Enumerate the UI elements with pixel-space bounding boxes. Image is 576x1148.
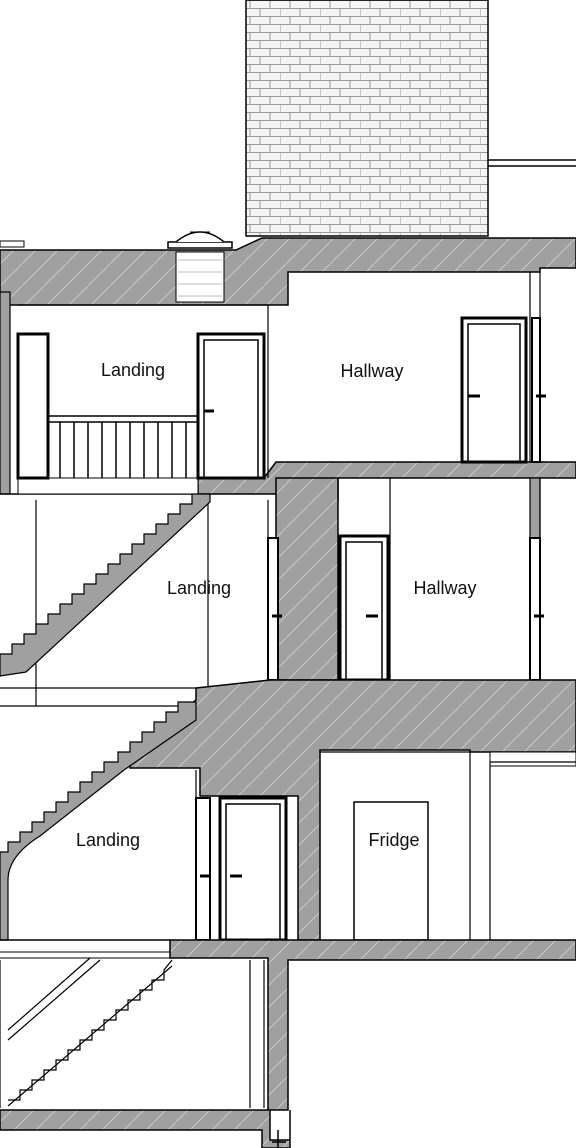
door-hallway-upper (460, 316, 546, 464)
label-landing-mid: Landing (167, 578, 231, 598)
door-landing-left (16, 332, 50, 480)
brick-chimney (245, 0, 576, 237)
label-landing-top: Landing (101, 360, 165, 380)
skylight-icon (167, 231, 233, 249)
label-landing-low: Landing (76, 830, 140, 850)
door-landing-low (195, 796, 288, 942)
roof-slab (0, 237, 576, 306)
door-hallway-mid (338, 534, 544, 682)
label-fridge: Fridge (368, 830, 419, 850)
lower-floor-slab (0, 939, 576, 1111)
stair-basement (0, 957, 265, 1108)
bottom-slab (0, 1109, 291, 1148)
stair-lower (0, 701, 197, 941)
label-hallway-top: Hallway (340, 361, 403, 381)
label-hallway-mid: Hallway (413, 578, 476, 598)
left-wall-upper (0, 291, 11, 495)
fridge-unit (353, 801, 429, 941)
door-landing-right (196, 332, 266, 480)
stair-upper (0, 493, 211, 677)
